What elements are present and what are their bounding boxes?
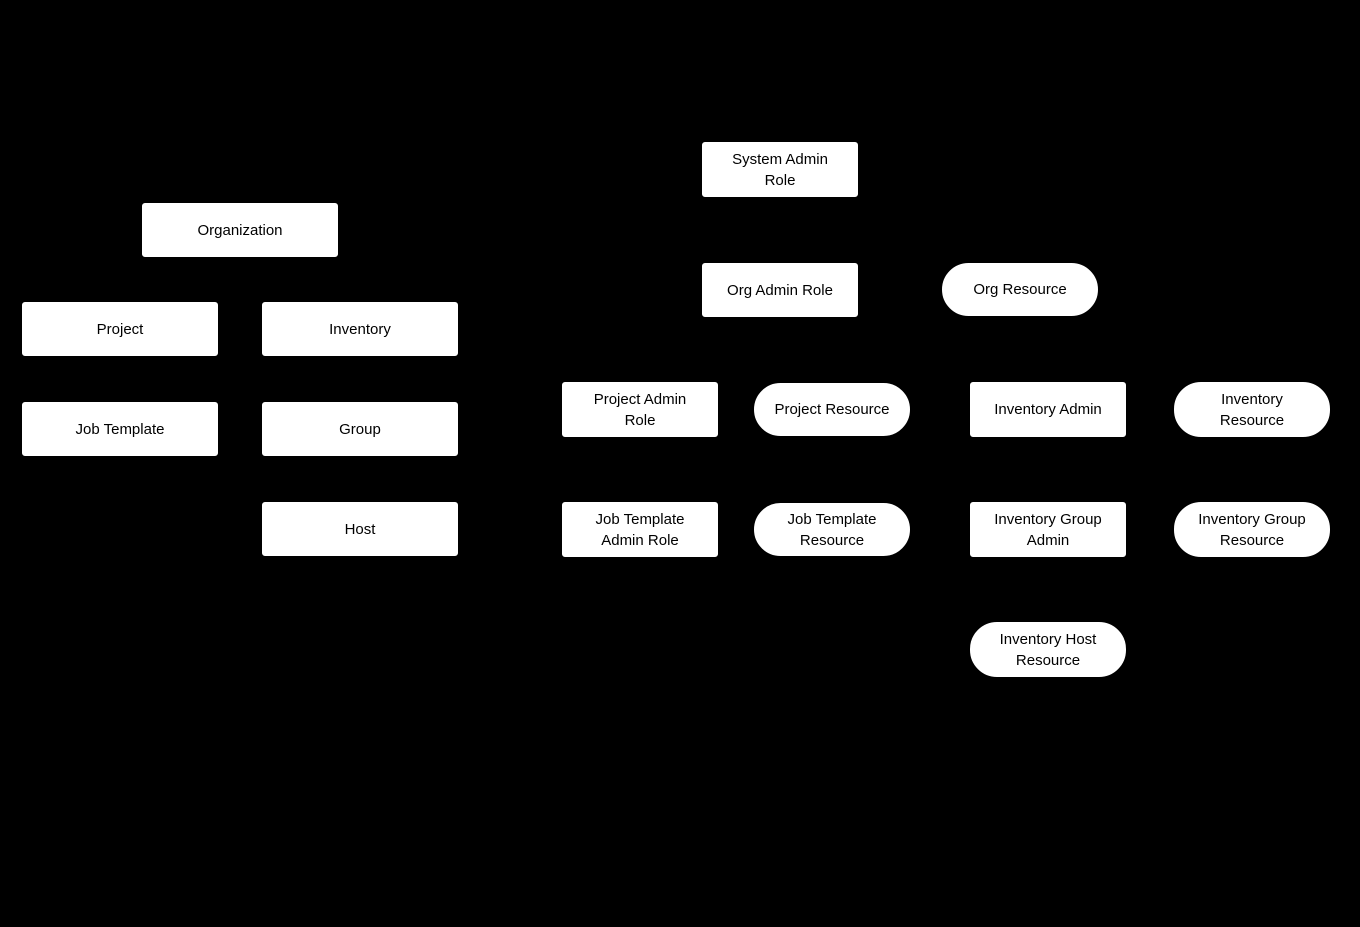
node-host-label: Host bbox=[344, 520, 376, 538]
node-inventory: Inventory bbox=[261, 301, 459, 357]
node-project: Project bbox=[21, 301, 219, 357]
node-org-resource-label: Org Resource bbox=[973, 281, 1067, 298]
node-inventory-host-resource: Inventory Host Resource bbox=[969, 621, 1127, 678]
node-project-admin-role-label: Project Admin Role bbox=[593, 390, 687, 429]
node-system-admin-role-label: System Admin Role bbox=[732, 150, 828, 189]
node-inventory-host-resource-label: Inventory Host Resource bbox=[999, 630, 1097, 669]
node-group-label: Group bbox=[339, 420, 381, 438]
node-inventory-admin-label: Inventory Admin bbox=[994, 401, 1102, 418]
node-job-template-label: Job Template bbox=[75, 420, 165, 438]
node-project-resource: Project Resource bbox=[753, 382, 911, 437]
node-project-admin-role: Project Admin Role bbox=[561, 381, 719, 438]
node-host: Host bbox=[261, 501, 459, 557]
node-inventory-label: Inventory bbox=[329, 320, 391, 338]
node-job-template-resource-label: Job Template Resource bbox=[787, 510, 877, 549]
node-org-resource: Org Resource bbox=[941, 262, 1099, 317]
node-project-resource-label: Project Resource bbox=[774, 401, 890, 418]
node-group: Group bbox=[261, 401, 459, 457]
node-inventory-admin: Inventory Admin bbox=[969, 381, 1127, 438]
node-organization: Organization bbox=[141, 202, 339, 258]
node-job-template: Job Template bbox=[21, 401, 219, 457]
node-inventory-group-admin: Inventory Group Admin bbox=[969, 501, 1127, 558]
node-job-template-resource: Job Template Resource bbox=[753, 502, 911, 557]
node-inventory-group-admin-label: Inventory Group Admin bbox=[994, 510, 1102, 549]
node-inventory-resource-label: Inventory Resource bbox=[1219, 390, 1285, 429]
node-inventory-resource: Inventory Resource bbox=[1173, 381, 1331, 438]
node-organization-label: Organization bbox=[197, 221, 283, 239]
node-inventory-group-resource-label: Inventory Group Resource bbox=[1198, 510, 1306, 549]
node-org-admin-role-label: Org Admin Role bbox=[727, 281, 833, 299]
node-job-template-admin-role-label: Job Template Admin Role bbox=[595, 510, 685, 549]
node-system-admin-role: System Admin Role bbox=[701, 141, 859, 198]
node-job-template-admin-role: Job Template Admin Role bbox=[561, 501, 719, 558]
node-project-label: Project bbox=[96, 320, 144, 338]
node-org-admin-role: Org Admin Role bbox=[701, 262, 859, 318]
node-inventory-group-resource: Inventory Group Resource bbox=[1173, 501, 1331, 558]
